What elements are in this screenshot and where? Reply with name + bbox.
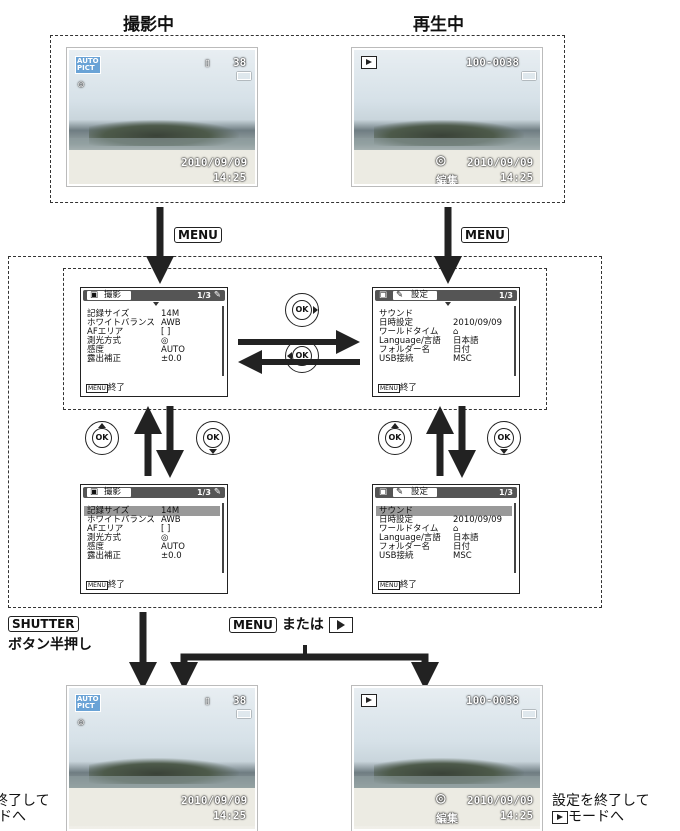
ok-up-button-icon-left: OK	[85, 421, 119, 455]
menu-or-play-label: MENU または	[229, 614, 353, 634]
file-number: 100-0038	[466, 694, 519, 707]
edit-label: 編集	[436, 810, 458, 826]
left-caption: 終了して ドへ	[0, 793, 50, 825]
shots-remaining: 38	[233, 694, 246, 707]
play-key-icon	[329, 617, 353, 633]
date-readout: 2010/09/09	[181, 794, 247, 807]
shutter-button-label: SHUTTER	[8, 613, 79, 632]
arrow-bracket	[184, 657, 425, 668]
menu-key: MENU	[229, 617, 277, 633]
four-way-icon: ◎	[436, 788, 446, 807]
time-readout: 14:25	[500, 809, 533, 822]
right-caption: 設定を終了して モードへ	[552, 793, 650, 825]
battery-icon	[237, 710, 251, 718]
play-mode-icon	[361, 694, 377, 707]
date-readout: 2010/09/09	[467, 794, 533, 807]
memory-card-icon: ▯	[204, 694, 211, 707]
play-mode-icon	[552, 811, 568, 824]
face-detect-icon: ☺	[78, 718, 84, 729]
time-readout: 14:25	[213, 809, 246, 822]
or-text: または	[282, 617, 324, 633]
ok-down-button-icon-left: OK	[196, 421, 230, 455]
ok-right-button-icon: OK	[285, 293, 319, 327]
playback-screen-bottom: 100-0038 ◎ 編集 2010/09/09 14:25	[352, 686, 542, 831]
ok-up-button-icon-right: OK	[378, 421, 412, 455]
ok-left-button-icon: OK	[285, 339, 319, 373]
ok-down-button-icon-right: OK	[487, 421, 521, 455]
half-press-text: ボタン半押し	[8, 634, 92, 654]
battery-icon	[522, 710, 536, 718]
